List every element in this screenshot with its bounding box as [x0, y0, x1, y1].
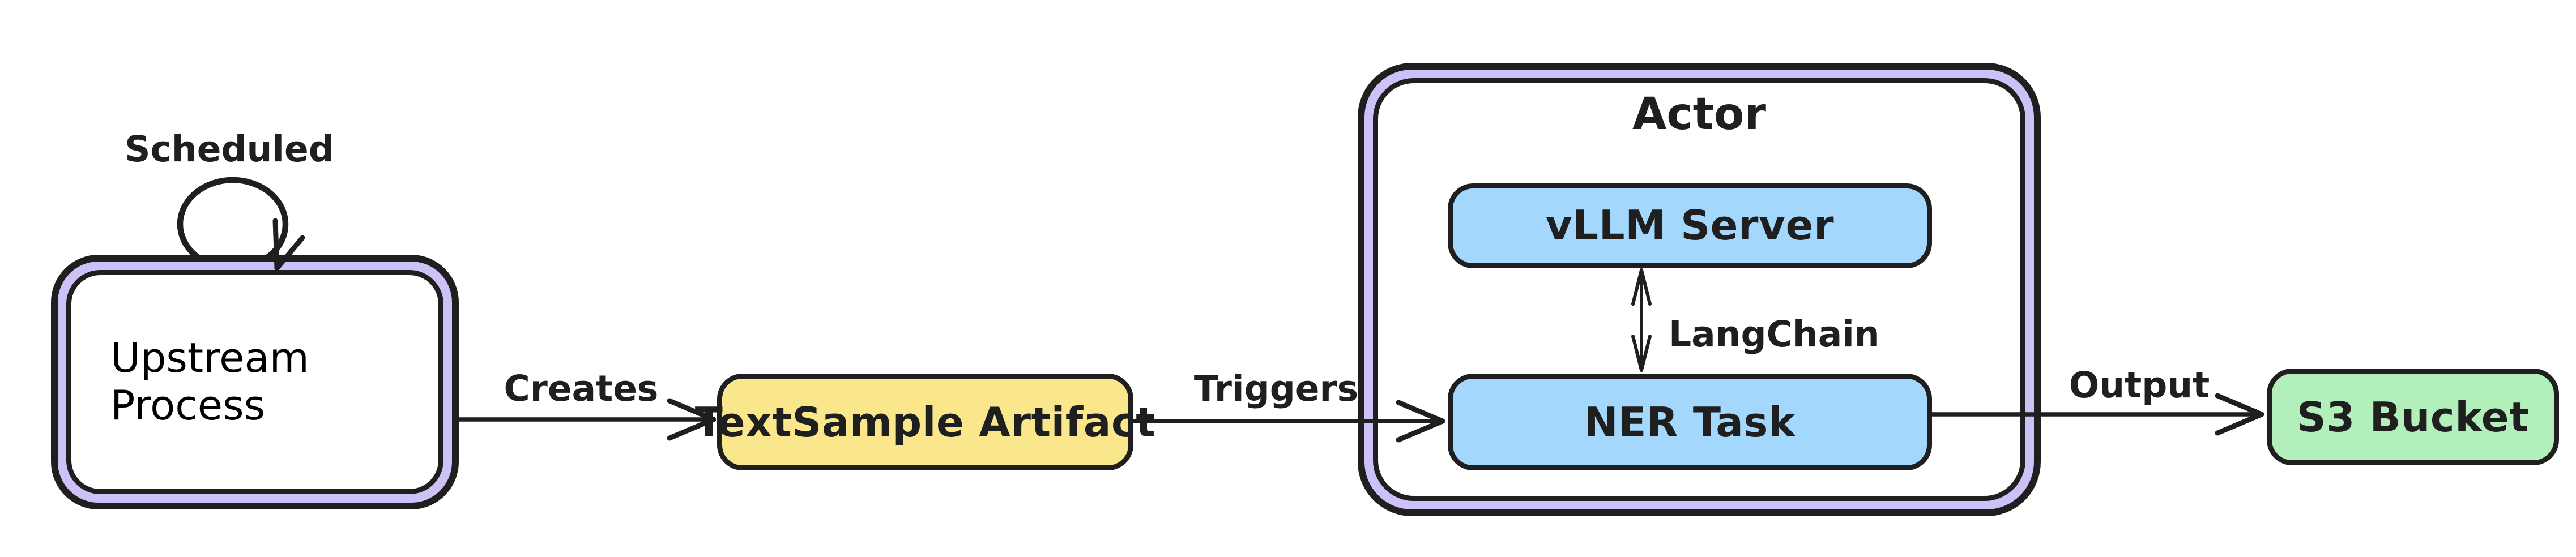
node-upstream-process-inner [66, 270, 443, 494]
node-ner-task-label: NER Task [1584, 398, 1796, 446]
node-s3-bucket[interactable]: S3 Bucket [2267, 369, 2559, 465]
node-actor-label: Actor [1632, 90, 1766, 141]
node-ner-task[interactable]: NER Task [1448, 374, 1932, 470]
node-s3-bucket-label: S3 Bucket [2296, 393, 2530, 441]
edge-creates-label: Creates [504, 369, 659, 409]
node-vllm-server-label: vLLM Server [1545, 202, 1835, 250]
edge-langchain-label: LangChain [1669, 314, 1880, 355]
edge-triggers-label: Triggers [1193, 369, 1359, 409]
node-upstream-process-label: Upstream Process [110, 335, 309, 430]
node-textsample-artifact[interactable]: TextSample Artifact [695, 374, 1155, 470]
node-vllm-server[interactable]: vLLM Server [1448, 183, 1932, 268]
node-upstream-process[interactable] [51, 255, 459, 509]
node-upstream-process-label-wrap: Upstream Process [51, 255, 459, 509]
edge-scheduled-label: Scheduled [125, 129, 334, 170]
node-textsample-artifact-label: TextSample Artifact [694, 398, 1156, 446]
edge-output-label: Output [2069, 365, 2210, 406]
